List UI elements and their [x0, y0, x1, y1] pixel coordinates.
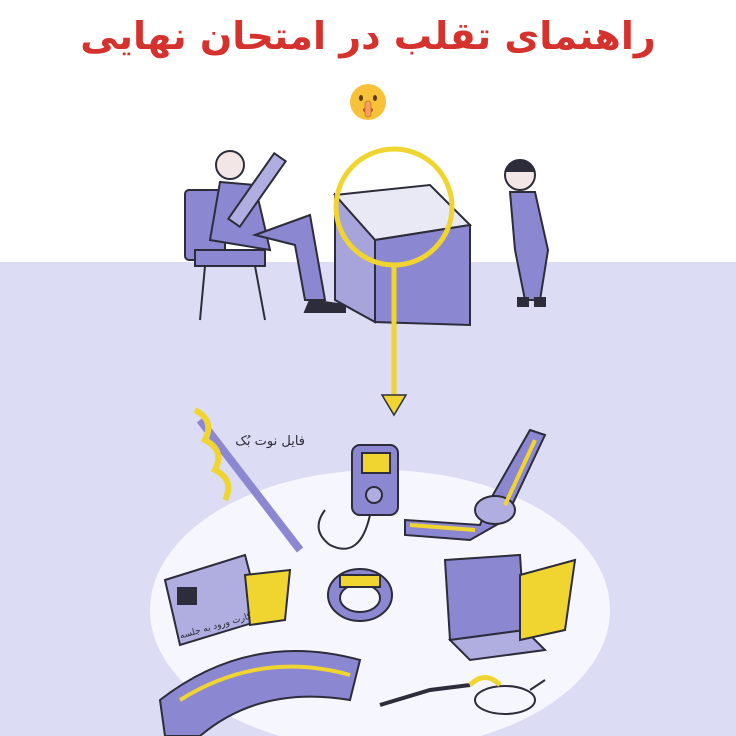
ring-item — [327, 568, 393, 622]
page-title: راهنمای تقلب در امتحان نهایی — [80, 14, 656, 58]
glasses-item — [379, 675, 546, 715]
id-card-item — [163, 553, 292, 647]
pen-item — [193, 407, 304, 553]
belt-item — [158, 650, 362, 736]
notebook-file-label: فایل نوت بُک — [235, 434, 305, 449]
watch-item — [404, 428, 547, 542]
pointer-arrow-icon — [380, 394, 408, 417]
shushing-face-icon — [350, 84, 386, 120]
student-figure — [504, 159, 550, 307]
teacher-figure — [208, 150, 346, 313]
exam-desk — [332, 183, 473, 327]
laptop-item — [443, 553, 577, 662]
music-player-item — [317, 444, 399, 550]
